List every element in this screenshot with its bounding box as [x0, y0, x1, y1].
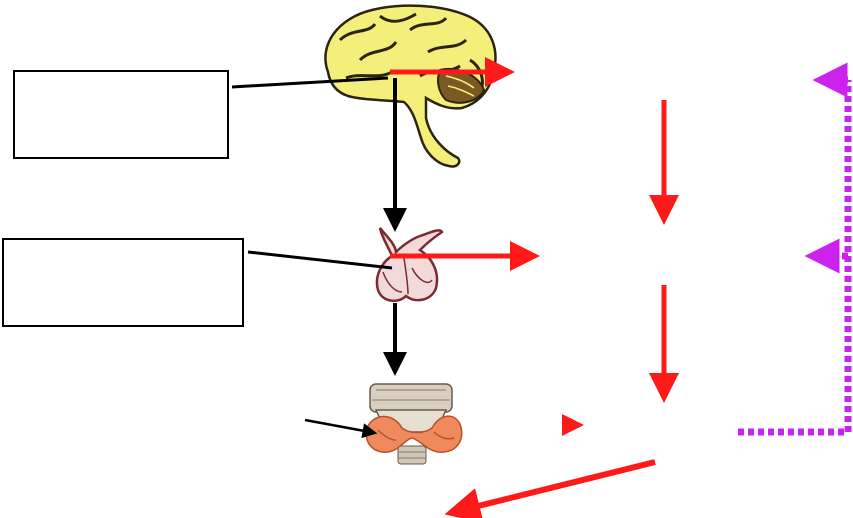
- pituitary-gland-icon: [375, 227, 444, 303]
- thyroid-pointer-line: [304, 418, 378, 439]
- pituitary-pointer-line: [247, 250, 393, 270]
- diagonal-output-arrow: [444, 459, 656, 518]
- brain-icon: [324, 4, 497, 168]
- label-box-upper: [13, 70, 229, 159]
- brain-pointer-line: [231, 76, 389, 89]
- thyroid-output-arrowhead: [562, 414, 584, 436]
- label-box-lower: [2, 238, 244, 327]
- thyroid-gland-icon: [365, 383, 463, 465]
- feedback-loop-line: [738, 80, 852, 436]
